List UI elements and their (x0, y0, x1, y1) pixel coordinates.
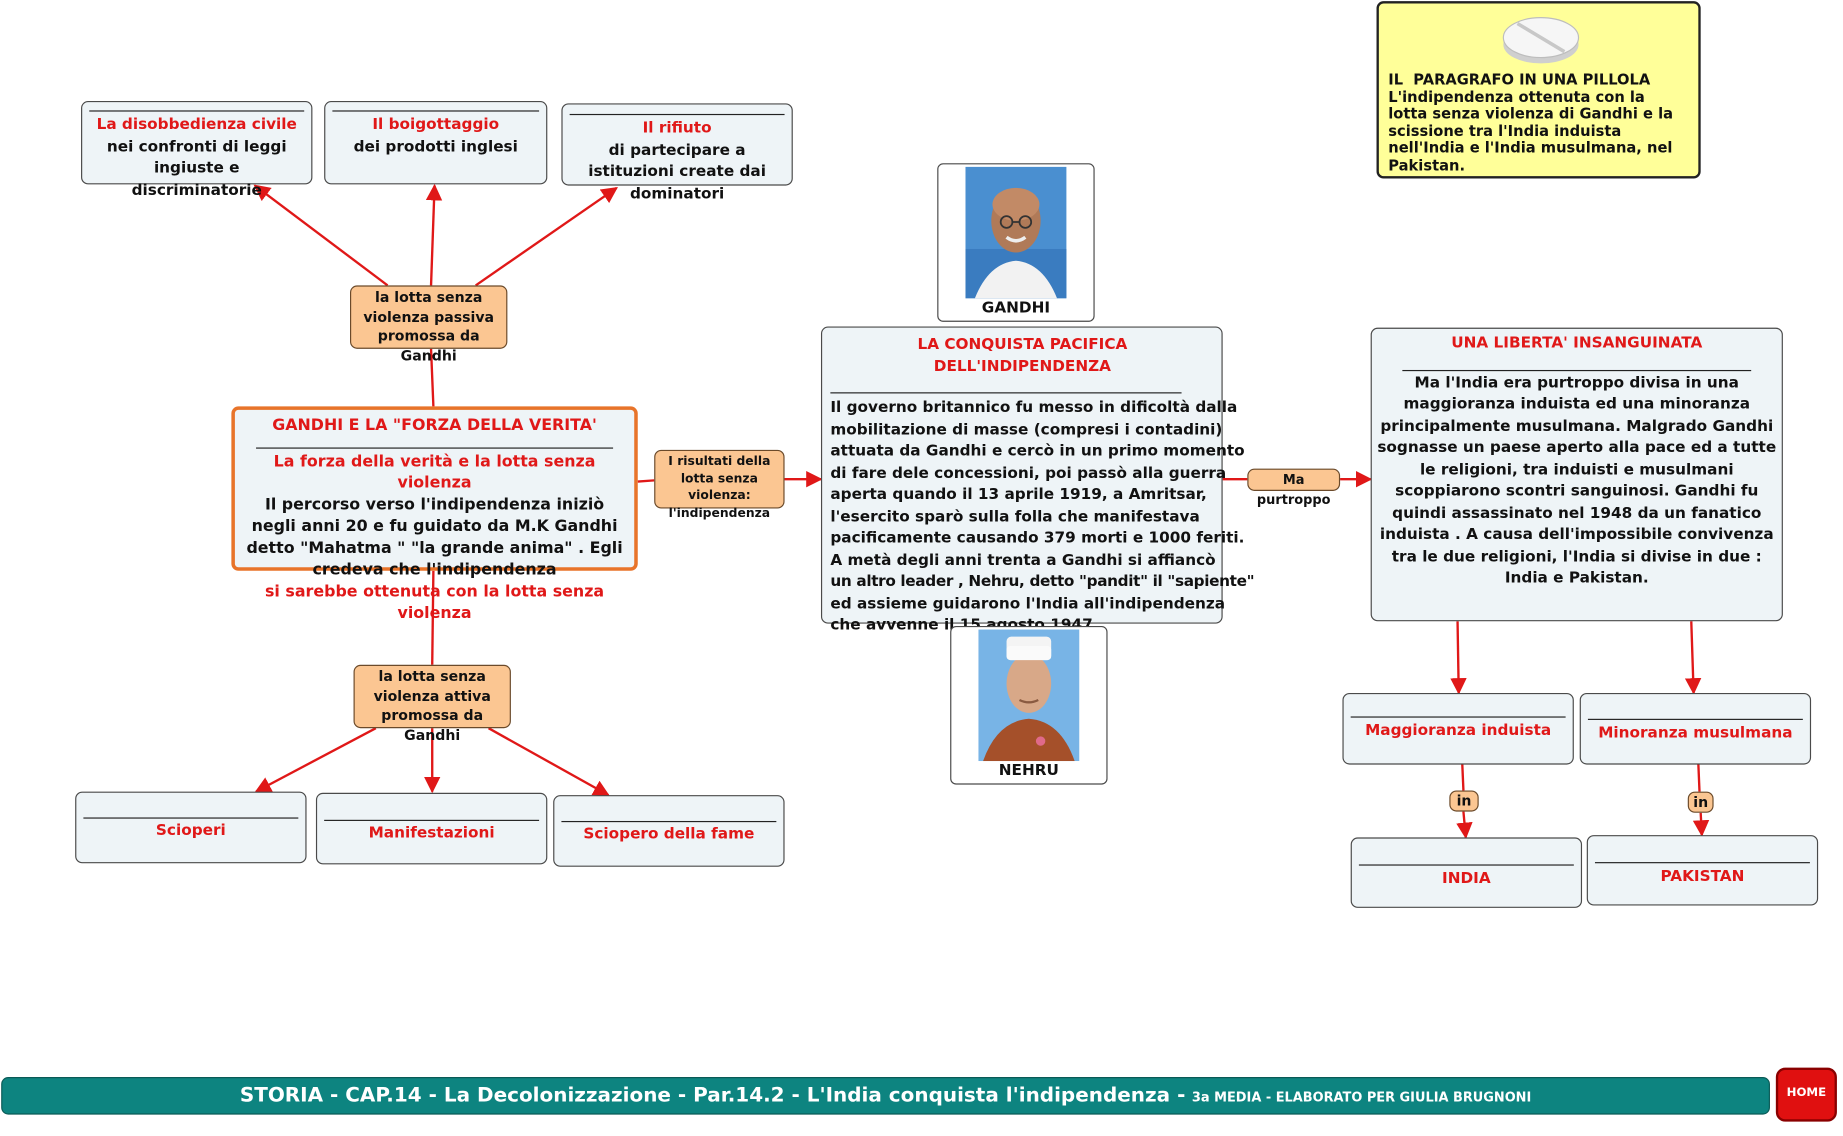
disobbedienza-box: La disobbedienza civile nei confronti di… (81, 101, 312, 184)
pill-text: L'indipendenza ottenuta con la lotta sen… (1388, 89, 1689, 174)
sciopero-fame-label: Sciopero della fame (554, 824, 783, 846)
conquest-box: LA CONQUISTA PACIFICA DELL'INDIPENDENZA … (821, 327, 1223, 624)
connector-minority-in (1698, 763, 1699, 791)
active-struggle-link: la lotta senza violenza attiva promossa … (354, 665, 511, 728)
conquest-line-9: un altro leader , Nehru, detto "pandit" … (830, 572, 1214, 594)
footer-credit: 3a MEDIA - ELABORATO PER GIULIA BRUGNONI (1192, 1090, 1531, 1105)
footer-title-bar: STORIA - CAP.14 - La Decolonizzazione - … (1, 1077, 1770, 1115)
conquest-line-6: l'esercito sparò sulla folla che manifes… (830, 507, 1214, 529)
main-text: Il percorso verso l'indipendenza iniziò … (235, 494, 634, 581)
manifestazioni-box: Manifestazioni (316, 793, 547, 865)
connector-main-results (638, 480, 654, 481)
scioperi-box: Scioperi (75, 792, 306, 864)
india-box: INDIA (1351, 837, 1582, 907)
conquest-line-4: di fare dele concessioni, poi passò alla… (830, 463, 1214, 485)
arrow-to-majority (1458, 621, 1459, 693)
manifestazioni-label: Manifestazioni (317, 823, 546, 845)
arrow-to-india (1463, 812, 1465, 838)
arrow-to-scioperi (256, 728, 376, 791)
results-label: I risultati della lotta senza violenza: … (668, 455, 770, 520)
connector-majority-in (1462, 763, 1463, 790)
conquest-line-2: mobilitazione di masse (compresi i conta… (830, 420, 1214, 442)
main-gandhi-box: GANDHI E LA "FORZA DELLA VERITA' La forz… (231, 406, 637, 570)
home-label: HOME (1787, 1086, 1827, 1099)
liberty-box: UNA LIBERTA' INSANGUINATA Ma l'India era… (1371, 328, 1783, 622)
rifiuto-box: Il rifiuto di partecipare a istituzioni … (561, 103, 792, 185)
boicottaggio-title: Il boigottaggio (325, 115, 546, 137)
conquest-line-10: ed assieme guidarono l'India all'indipen… (830, 594, 1214, 616)
rifiuto-title: Il rifiuto (563, 119, 792, 141)
home-button[interactable]: HOME (1776, 1068, 1837, 1122)
passive-struggle-link: la lotta senza violenza passiva promossa… (350, 285, 507, 348)
main-title: GANDHI E LA "FORZA DELLA VERITA' (235, 415, 634, 437)
main-text-red: si sarebbe ottenuta con la lotta senza v… (235, 581, 634, 624)
scioperi-label: Scioperi (76, 821, 305, 843)
conquest-line-3: attuata da Gandhi e cercò in un primo mo… (830, 442, 1214, 464)
main-subtitle: La forza della verità e la lotta senza v… (235, 450, 634, 493)
boicottaggio-box: Il boigottaggio dei prodotti inglesi (324, 101, 547, 184)
in-link-pakistan: in (1688, 792, 1714, 813)
majority-label: Maggioranza induista (1344, 721, 1573, 743)
in-link-india: in (1449, 790, 1478, 811)
gandhi-caption: GANDHI (938, 299, 1093, 317)
in-label-pakistan: in (1693, 794, 1708, 810)
conquest-line-5: aperta quando il 13 aprile 1919, a Amrit… (830, 485, 1214, 507)
results-link: I risultati della lotta senza violenza: … (654, 450, 784, 509)
liberty-title: UNA LIBERTA' INSANGUINATA (1377, 334, 1778, 356)
minority-label: Minoranza musulmana (1581, 723, 1810, 745)
conquest-line-8: A metà degli anni trenta a Gandhi si aff… (830, 550, 1214, 572)
conquest-title: LA CONQUISTA PACIFICA DELL'INDIPENDENZA (830, 335, 1214, 378)
boicottaggio-text: dei prodotti inglesi (325, 137, 546, 159)
conquest-line-7: pacificamente causando 379 morti e 1000 … (830, 529, 1214, 551)
footer-main-title: STORIA - CAP.14 - La Decolonizzazione - … (240, 1084, 1186, 1107)
sciopero-fame-box: Sciopero della fame (553, 795, 784, 867)
disobbedienza-title: La disobbedienza civile (82, 115, 311, 137)
nehru-photo-card: NEHRU (950, 626, 1107, 785)
conquest-line-1: Il governo britannico fu messo in difico… (830, 398, 1214, 420)
but-label: Ma purtroppo (1257, 472, 1331, 507)
in-label-india: in (1457, 793, 1472, 809)
gandhi-portrait-image (965, 167, 1066, 299)
pakistan-box: PAKISTAN (1587, 835, 1818, 905)
arrow-to-pakistan (1701, 813, 1702, 835)
arrow-to-minority (1691, 621, 1693, 693)
disobbedienza-text: nei confronti di leggi ingiuste e discri… (82, 137, 311, 202)
majority-box: Maggioranza induista (1342, 693, 1573, 765)
pill-icon (1501, 6, 1581, 72)
but-link: Ma purtroppo (1247, 469, 1340, 491)
india-label: INDIA (1352, 869, 1581, 891)
gandhi-photo-card: GANDHI (937, 163, 1094, 322)
pill-title: IL PARAGRAFO IN UNA PILLOLA (1388, 72, 1689, 89)
arrow-to-sciopero-fame (489, 728, 609, 795)
arrow-to-boicottaggio (431, 186, 435, 286)
nehru-caption: NEHRU (951, 762, 1106, 780)
liberty-text: Ma l'India era purtroppo divisa in una m… (1377, 373, 1778, 590)
nehru-portrait-image (978, 630, 1079, 762)
pill-summary-box: IL PARAGRAFO IN UNA PILLOLA L'indipenden… (1377, 1, 1701, 178)
rifiuto-text: di partecipare a istituzioni create dai … (563, 140, 792, 205)
pakistan-label: PAKISTAN (1588, 867, 1817, 889)
minority-box: Minoranza musulmana (1580, 693, 1811, 765)
